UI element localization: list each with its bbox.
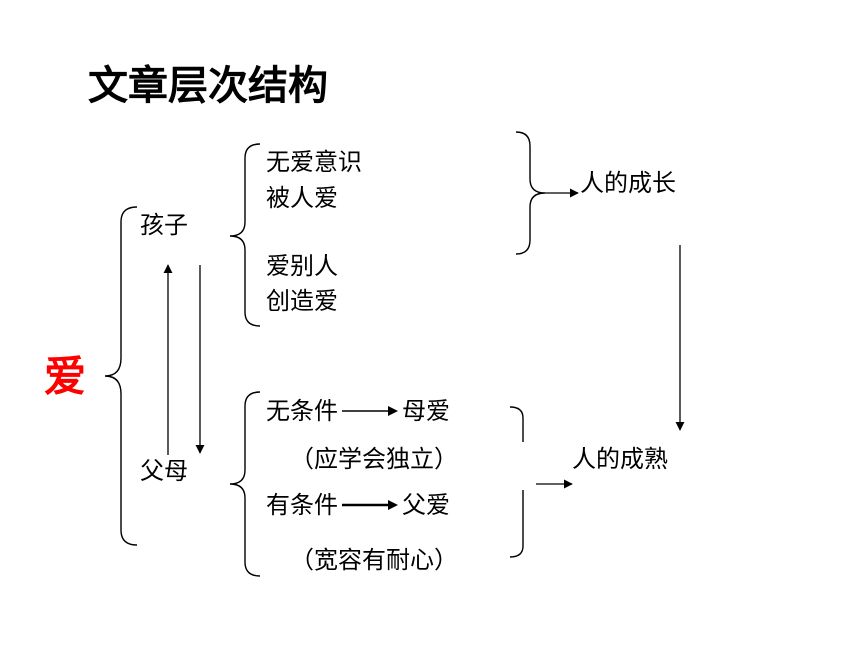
father-condition: 有条件 [266,491,338,519]
mother-arrow-icon [342,406,398,416]
mother-love-row: 无条件 母爱 [266,396,450,426]
growth-brace [515,131,546,255]
child-label: 孩子 [140,211,188,239]
mother-condition: 无条件 [266,397,338,425]
parents-label: 父母 [140,457,188,485]
parents-brace [229,391,261,577]
child-item: 无爱意识 [266,148,362,176]
root-love-label: 爱 [44,352,87,401]
father-bracket [509,490,524,558]
outcome-maturity: 人的成熟 [572,445,668,473]
father-note: （宽容有耐心） [290,546,458,574]
outcome-growth: 人的成长 [580,169,676,197]
mother-note: （应学会独立） [290,445,458,473]
root-brace [104,206,138,546]
mother-love: 母爱 [402,397,450,425]
page-title: 文章层次结构 [88,63,328,109]
father-love-row: 有条件 父爱 [266,490,450,520]
father-love: 父爱 [402,491,450,519]
mother-bracket [509,406,524,442]
child-item: 爱别人 [266,252,338,280]
child-brace [229,143,261,327]
child-item: 创造爱 [266,287,338,315]
child-item: 被人爱 [266,184,338,212]
father-arrow-icon [342,500,398,510]
